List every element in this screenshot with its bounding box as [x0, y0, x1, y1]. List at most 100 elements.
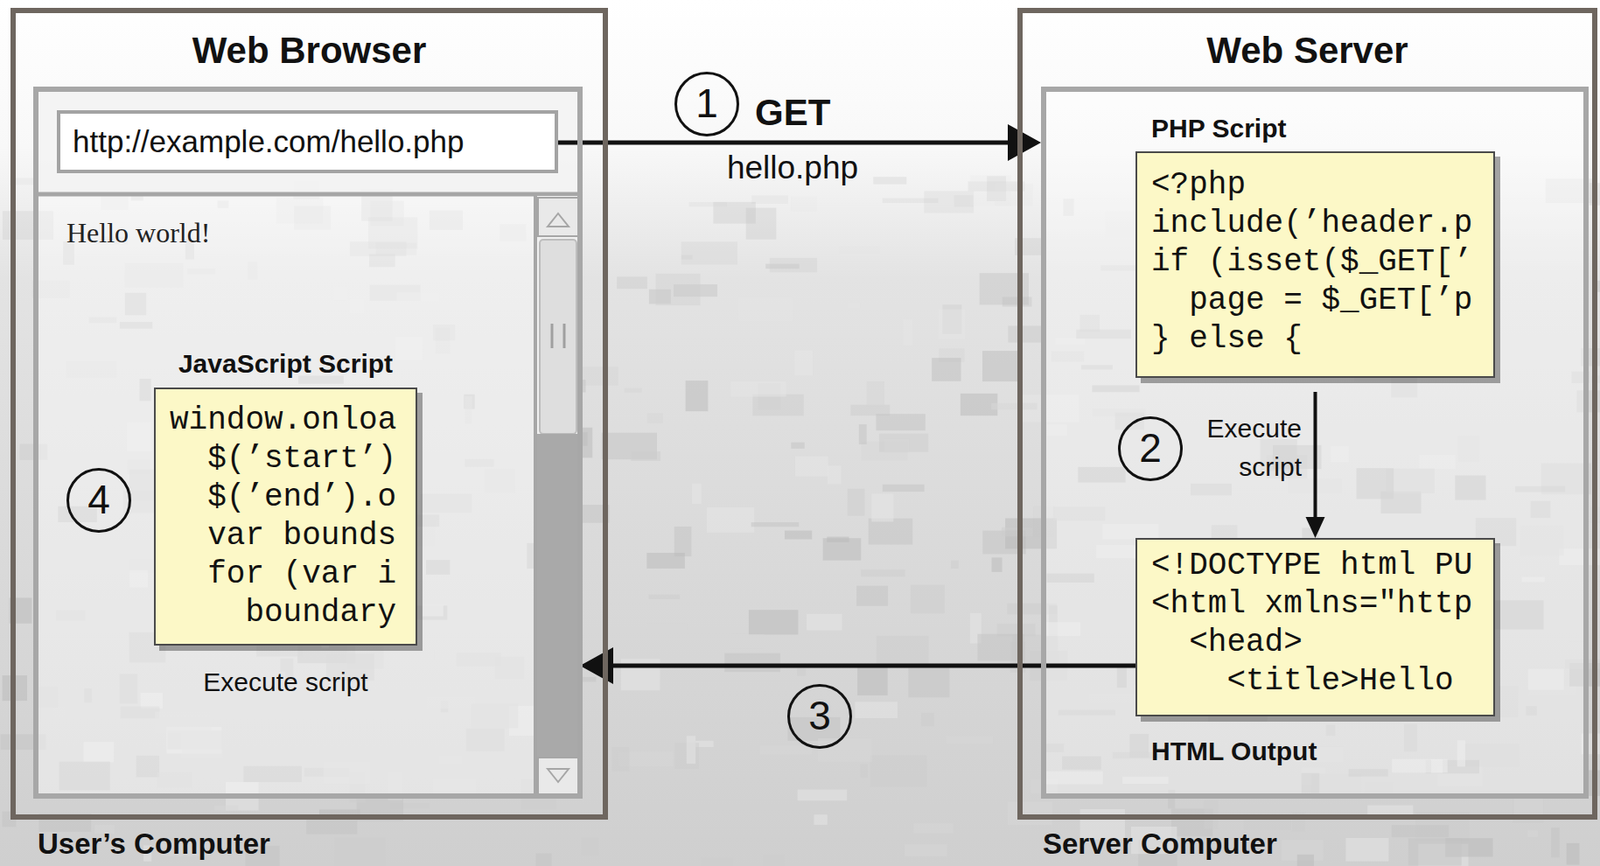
photo-texture — [938, 309, 966, 340]
photo-texture — [860, 763, 868, 778]
photo-texture — [700, 858, 734, 866]
code-line: if (isset($_GET[’ — [1151, 243, 1483, 282]
photo-texture — [882, 484, 925, 492]
photo-texture — [681, 241, 738, 265]
photo-texture — [921, 712, 935, 727]
arrow-connector — [1306, 391, 1326, 538]
arrow-line — [611, 663, 1136, 669]
photo-texture — [731, 634, 765, 649]
photo-texture — [826, 537, 849, 543]
code-panel: window.onloa$(’start’)$(’end’).ovar boun… — [153, 387, 418, 646]
script-box: JavaScript Script window.onloa$(’start’)$… — [153, 348, 418, 699]
photo-texture — [847, 302, 860, 308]
photo-texture — [994, 183, 1033, 206]
code-line: $(’start’) — [169, 440, 406, 479]
edge-label: GET — [754, 90, 831, 135]
callout-number: 2 — [1117, 416, 1183, 482]
photo-texture — [854, 701, 898, 719]
photo-texture — [806, 614, 843, 631]
photo-texture — [1551, 827, 1560, 858]
photo-texture — [647, 622, 688, 629]
photo-texture — [882, 198, 939, 203]
photo-texture — [908, 668, 950, 699]
photo-texture — [335, 838, 385, 866]
photo-texture — [748, 609, 798, 635]
photo-texture — [790, 195, 817, 211]
photo-texture — [857, 666, 888, 696]
photo-texture — [873, 176, 907, 184]
photo-texture — [769, 258, 818, 273]
photo-texture — [795, 456, 829, 477]
photo-texture — [630, 451, 661, 462]
scroll-up-arrow — [547, 213, 569, 227]
photo-texture — [706, 507, 755, 533]
photo-texture — [838, 245, 880, 254]
photo-texture — [868, 518, 914, 545]
address-bar: http://example.com/hello.php — [56, 110, 559, 174]
photo-texture — [681, 254, 693, 259]
scroll-up-button — [537, 197, 579, 237]
scrollbar-track — [535, 195, 580, 797]
server-box: Web ServerPHP Script<?phpinclude(’header… — [1017, 7, 1598, 820]
photo-texture — [214, 805, 238, 811]
box-heading: PHP Script — [1135, 112, 1496, 145]
photo-texture — [656, 273, 701, 306]
photo-texture — [1391, 824, 1449, 838]
photo-texture — [752, 394, 804, 417]
code-panel: <!DOCTYPE html PU<html xmlns="http<head>… — [1135, 537, 1496, 717]
photo-texture — [646, 552, 685, 569]
photo-texture — [904, 844, 948, 857]
photo-texture — [685, 380, 709, 412]
photo-texture — [902, 319, 913, 346]
photo-texture — [751, 522, 800, 527]
edge-note: hello.php — [705, 148, 881, 188]
photo-texture — [856, 586, 888, 607]
computer-label: User’s Computer — [37, 826, 271, 862]
photo-texture — [876, 635, 930, 666]
code-line: $(’end’).o — [169, 478, 406, 518]
photo-texture — [686, 735, 696, 764]
code-line: <!DOCTYPE html PU — [1151, 546, 1483, 586]
script-box: PHP Script<?phpinclude(’header.pif (isse… — [1135, 112, 1496, 378]
code-line: for (var i — [169, 555, 406, 594]
edge-label: Execute script — [1186, 409, 1302, 487]
photo-texture — [1345, 838, 1389, 862]
code-line: var bounds — [169, 517, 406, 556]
photo-texture — [813, 814, 827, 825]
photo-texture — [991, 403, 1038, 410]
callout-number: 1 — [674, 71, 740, 137]
code-line: <head> — [1151, 623, 1483, 663]
photo-texture — [946, 735, 993, 744]
scroll-down-button — [537, 757, 579, 795]
page-text: Hello world! — [66, 216, 210, 250]
photo-texture — [691, 483, 702, 504]
photo-texture — [847, 489, 866, 517]
scroll-track-dark — [537, 433, 579, 758]
box-caption: Execute script — [153, 666, 418, 699]
box-title: Web Browser — [15, 13, 603, 73]
scroll-down-arrow — [547, 768, 569, 783]
photo-texture — [859, 424, 867, 445]
photo-texture — [674, 526, 692, 557]
photo-texture — [648, 594, 680, 600]
photo-texture — [784, 531, 812, 540]
callout-number: 4 — [66, 468, 132, 533]
photo-texture — [797, 789, 848, 802]
photo-texture — [910, 585, 945, 615]
photo-texture — [724, 653, 781, 672]
arrow-head — [1007, 124, 1042, 161]
photo-texture — [982, 350, 1019, 382]
photo-texture — [796, 668, 806, 677]
photo-texture — [992, 557, 1003, 572]
arrow-connector — [579, 647, 1136, 685]
photo-texture — [817, 738, 873, 762]
output-box: <!DOCTYPE html PU<html xmlns="http<head>… — [1135, 537, 1496, 768]
photo-texture — [790, 442, 804, 449]
code-line: boundary — [169, 593, 406, 633]
box-heading: JavaScript Script — [153, 348, 418, 380]
photo-texture — [860, 569, 905, 577]
window-wash — [1041, 86, 1589, 799]
photo-texture — [1566, 843, 1580, 866]
photo-texture — [611, 747, 629, 772]
